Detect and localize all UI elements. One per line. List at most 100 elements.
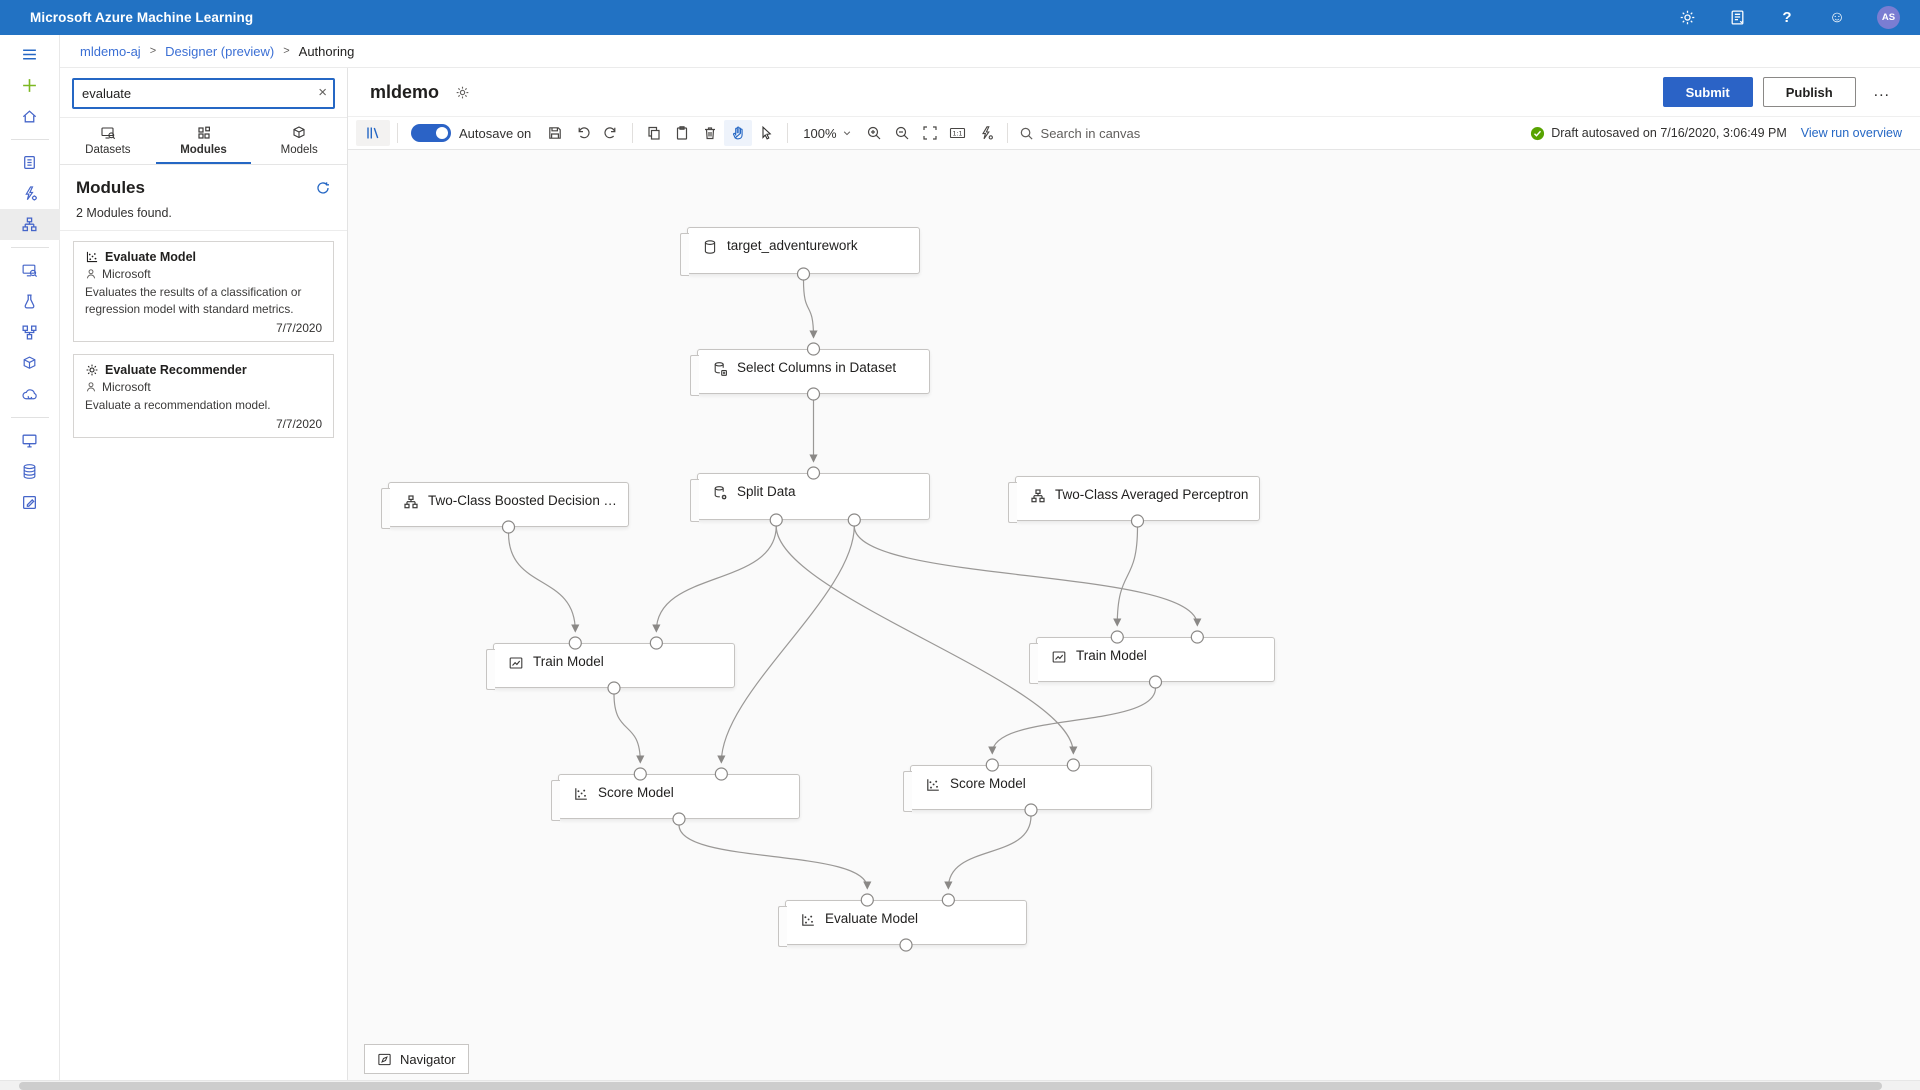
tab-datasets[interactable]: Datasets [60, 118, 156, 164]
nav-automated-ml[interactable] [0, 178, 60, 209]
fit-to-screen-icon[interactable] [916, 120, 944, 146]
nav-home-button[interactable] [0, 101, 60, 132]
breadcrumb-designer[interactable]: Designer (preview) [165, 43, 275, 59]
bolt-gear-icon [25, 186, 37, 201]
nav-pipelines[interactable] [0, 317, 60, 348]
feedback-smiley-icon[interactable]: ☺ [1828, 8, 1846, 26]
pipeline-node-train_right[interactable]: Train Model [1029, 637, 1275, 684]
autolayout-icon[interactable] [972, 120, 1000, 146]
delete-icon[interactable] [696, 120, 724, 146]
pipeline-settings-gear-icon[interactable] [455, 85, 470, 100]
actual-size-icon[interactable]: 1:1 [944, 120, 972, 146]
nav-experiments[interactable] [0, 286, 60, 317]
breadcrumb: mldemo-aj > Designer (preview) > Authori… [60, 35, 1920, 68]
undo-icon[interactable] [569, 120, 597, 146]
database-icon [23, 464, 36, 479]
submit-button[interactable]: Submit [1662, 77, 1753, 107]
tab-modules[interactable]: Modules [155, 118, 252, 164]
svg-text:1:1: 1:1 [953, 130, 963, 137]
cube-icon [23, 356, 36, 369]
nav-notebooks[interactable] [0, 147, 60, 178]
pipeline-node-label: Select Columns in Dataset [737, 360, 897, 375]
rail-divider [10, 417, 49, 418]
breadcrumb-current: Authoring [298, 43, 355, 59]
horizontal-scrollbar [0, 1080, 1920, 1090]
left-nav-rail [0, 35, 60, 1090]
pipeline-node-boosted[interactable]: Two-Class Boosted Decision Tree [381, 482, 629, 529]
settings-gear-icon[interactable] [1677, 8, 1697, 28]
top-app-bar: Microsoft Azure Machine Learning ? ☺ AS [0, 0, 1920, 35]
pan-hand-icon[interactable] [724, 120, 753, 146]
train-model-icon [508, 655, 524, 671]
module-results-list: Evaluate Model Microsoft Evaluates the r… [60, 230, 347, 448]
pipeline-node-evaluate[interactable]: Evaluate Model [778, 900, 1027, 947]
module-card-evaluate-model[interactable]: Evaluate Model Microsoft Evaluates the r… [73, 241, 334, 343]
search-icon [1020, 127, 1033, 140]
autosave-toggle[interactable] [411, 124, 451, 142]
chevron-down-icon [843, 131, 850, 136]
breadcrumb-workspace[interactable]: mldemo-aj [80, 43, 141, 59]
zoom-out-icon[interactable] [888, 120, 916, 146]
nav-compute[interactable] [0, 425, 60, 456]
nav-endpoints[interactable] [0, 379, 60, 410]
columns-icon [712, 361, 728, 377]
zoom-in-icon[interactable] [860, 120, 888, 146]
navigator-label: Navigator [400, 1051, 456, 1067]
module-card-date: 7/7/2020 [276, 321, 322, 336]
nav-models[interactable] [0, 348, 60, 379]
module-search-panel: × Datasets Modules Models [60, 68, 348, 1090]
monitor-icon [22, 434, 37, 448]
gear-icon [86, 364, 98, 376]
nav-menu-button[interactable] [0, 39, 60, 70]
paste-icon[interactable] [668, 120, 696, 146]
nav-data-labeling[interactable] [0, 487, 60, 518]
copy-icon[interactable] [640, 120, 668, 146]
scatter-chart-icon [925, 777, 941, 793]
toggle-palette-icon[interactable] [356, 120, 390, 146]
nav-new-button[interactable] [0, 70, 60, 101]
pipeline-header: mldemo Submit Publish ... [348, 68, 1920, 116]
pipeline-node-label: Split Data [737, 484, 796, 499]
pipeline-node-split[interactable]: Split Data [690, 473, 930, 522]
clear-search-icon[interactable]: × [318, 84, 327, 101]
more-options-button[interactable]: ... [1873, 83, 1890, 100]
navigator-button[interactable]: Navigator [364, 1044, 469, 1074]
nav-datastores[interactable] [0, 456, 60, 487]
pipeline-node-perceptron[interactable]: Two-Class Averaged Perceptron [1008, 476, 1260, 523]
redo-icon[interactable] [597, 120, 625, 146]
tab-models[interactable]: Models [251, 118, 347, 164]
refresh-icon[interactable] [315, 180, 331, 196]
result-count: 2 Modules found. [76, 206, 172, 220]
release-notes-icon[interactable] [1727, 8, 1747, 28]
save-icon[interactable] [541, 120, 569, 146]
autosave-label: Autosave on [459, 125, 532, 141]
train-model-icon [1051, 649, 1067, 665]
pipeline-node-train_left[interactable]: Train Model [486, 643, 735, 690]
zoom-level-dropdown[interactable]: 100% [795, 126, 859, 141]
flask-icon [24, 294, 35, 309]
module-search-input[interactable] [72, 78, 335, 109]
select-cursor-icon[interactable] [752, 120, 780, 146]
tab-label: Modules [180, 143, 227, 156]
help-icon[interactable]: ? [1782, 9, 1792, 26]
publish-button[interactable]: Publish [1762, 77, 1856, 107]
navigator-icon [378, 1053, 391, 1065]
horizontal-scrollbar-thumb[interactable] [19, 1082, 1882, 1090]
pipeline-node-dataset[interactable]: target_adventurework [680, 227, 920, 276]
module-card-title: Evaluate Recommender [105, 363, 247, 378]
nav-datasets[interactable] [0, 255, 60, 286]
pipeline-node-select[interactable]: Select Columns in Dataset [690, 349, 930, 396]
pipeline-title: mldemo [370, 81, 440, 102]
panel-tabs: Datasets Modules Models [60, 117, 347, 165]
rail-divider [10, 247, 49, 248]
nav-designer[interactable] [0, 209, 60, 240]
module-card-evaluate-recommender[interactable]: Evaluate Recommender Microsoft Evaluate … [73, 354, 334, 439]
canvas-search-input[interactable] [1040, 125, 1191, 141]
pipeline-node-score_left[interactable]: Score Model [551, 774, 800, 821]
pipeline-node-score_right[interactable]: Score Model [903, 765, 1152, 812]
view-run-overview-link[interactable]: View run overview [1800, 126, 1902, 140]
avatar[interactable]: AS [1877, 6, 1900, 29]
edit-square-icon [23, 496, 36, 509]
